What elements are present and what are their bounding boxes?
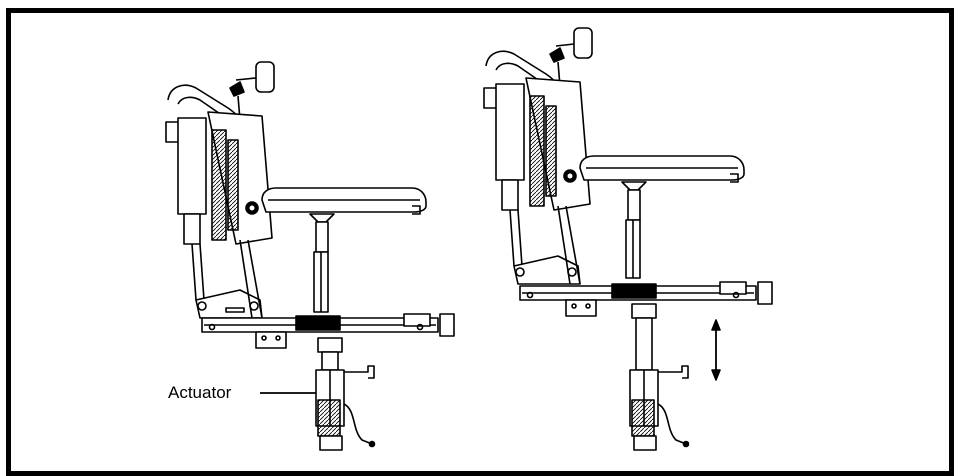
back-cushion-right — [525, 77, 591, 211]
seat-cushion-left — [261, 187, 427, 215]
height-adjust-arrow-icon — [711, 319, 721, 381]
actuator-label: Actuator — [168, 383, 232, 402]
back-cushion-left — [207, 111, 273, 245]
seat-pivot-link-left — [195, 239, 263, 319]
seat-cushion-right — [579, 155, 745, 183]
headrest-right — [549, 27, 593, 87]
figure-frame — [6, 8, 954, 476]
base-plate-right — [519, 281, 773, 317]
seat-pivot-link-right — [513, 205, 581, 285]
actuator-right — [629, 303, 690, 451]
seat-assembly-lowered — [165, 61, 455, 451]
base-plate-left — [201, 313, 455, 349]
armrest-post-right — [621, 181, 647, 279]
seat-assembly-raised — [483, 27, 773, 451]
actuator-left — [315, 337, 376, 451]
armrest-post-left — [309, 213, 335, 313]
headrest-left — [229, 61, 275, 121]
